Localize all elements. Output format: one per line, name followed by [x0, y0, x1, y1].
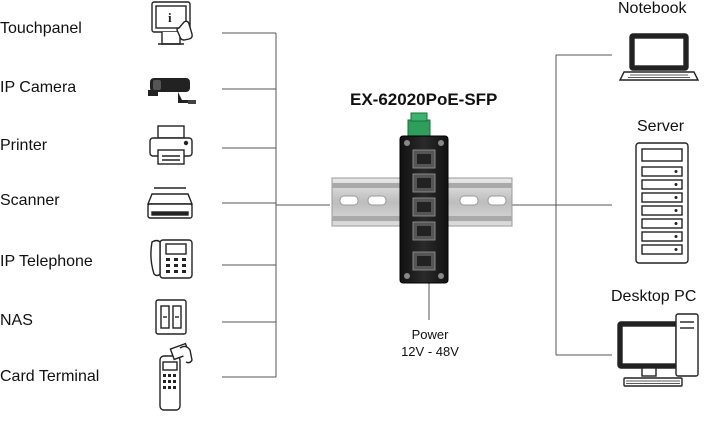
server-icon: [635, 142, 689, 264]
label-scanner: Scanner: [0, 192, 60, 209]
nas-icon: [155, 299, 187, 335]
power-label: Power: [411, 327, 449, 342]
right-connection-lines: [512, 54, 612, 356]
label-card-terminal: Card Terminal: [0, 368, 100, 385]
svg-text:i: i: [168, 10, 172, 25]
ip-camera-icon: [148, 78, 196, 104]
printer-icon: [149, 125, 193, 165]
label-printer: Printer: [0, 137, 48, 154]
label-touchpanel: Touchpanel: [0, 20, 82, 37]
label-nas: NAS: [0, 312, 33, 329]
scanner-icon: [146, 187, 194, 219]
device-title: EX-62020PoE-SFP: [350, 90, 498, 109]
label-ip-telephone: IP Telephone: [0, 253, 93, 270]
touchpanel-icon: i: [151, 1, 193, 45]
label-ip-camera: IP Camera: [0, 79, 77, 96]
ip-telephone-icon: [150, 239, 193, 279]
desktop-pc-icon: [617, 313, 699, 387]
left-connection-lines: [222, 32, 330, 378]
switch-device: [399, 112, 449, 284]
label-desktop-pc: Desktop PC: [611, 288, 697, 305]
label-server: Server: [637, 118, 685, 135]
card-terminal-icon: [159, 342, 193, 411]
notebook-icon: [618, 33, 700, 81]
label-notebook: Notebook: [618, 0, 687, 17]
power-voltage: 12V - 48V: [401, 344, 459, 359]
